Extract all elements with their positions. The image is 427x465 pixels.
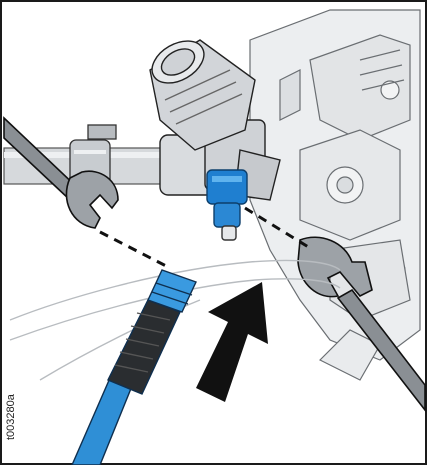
figure-id-label: t003280a: [5, 393, 17, 440]
